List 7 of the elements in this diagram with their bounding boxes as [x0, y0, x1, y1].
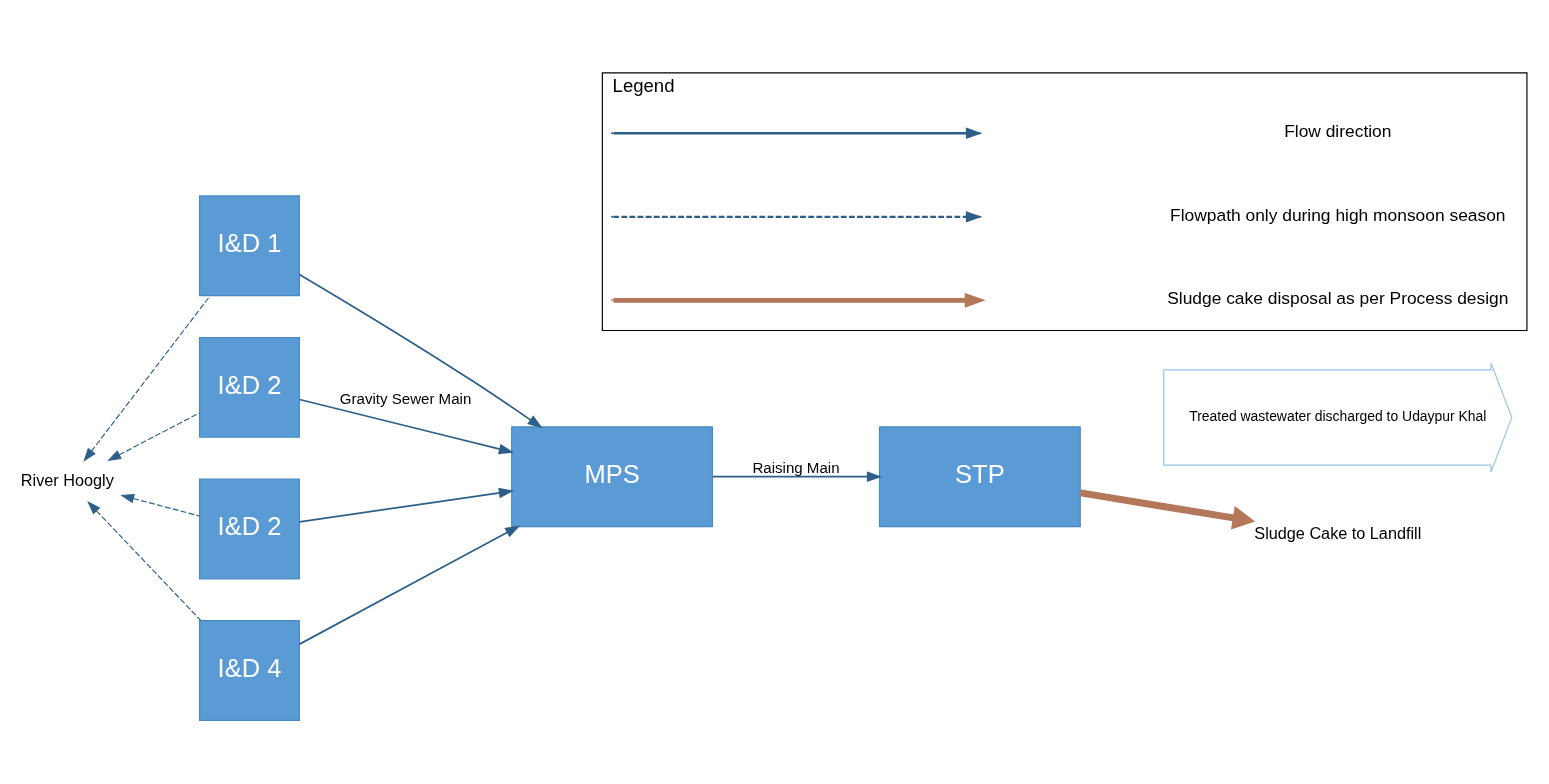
edge-label: Gravity Sewer Main	[339, 390, 472, 408]
edge-label: Raising Main	[752, 458, 840, 476]
node-text: River Hoogly	[20, 470, 114, 489]
node-text: Sludge Cake to Landfill	[1254, 524, 1422, 543]
legend-label: Flowpath only during high monsoon season	[1170, 204, 1506, 225]
legend-label: Sludge cake disposal as per Process design	[1167, 288, 1509, 309]
legend-label: Flow direction	[1284, 121, 1392, 142]
